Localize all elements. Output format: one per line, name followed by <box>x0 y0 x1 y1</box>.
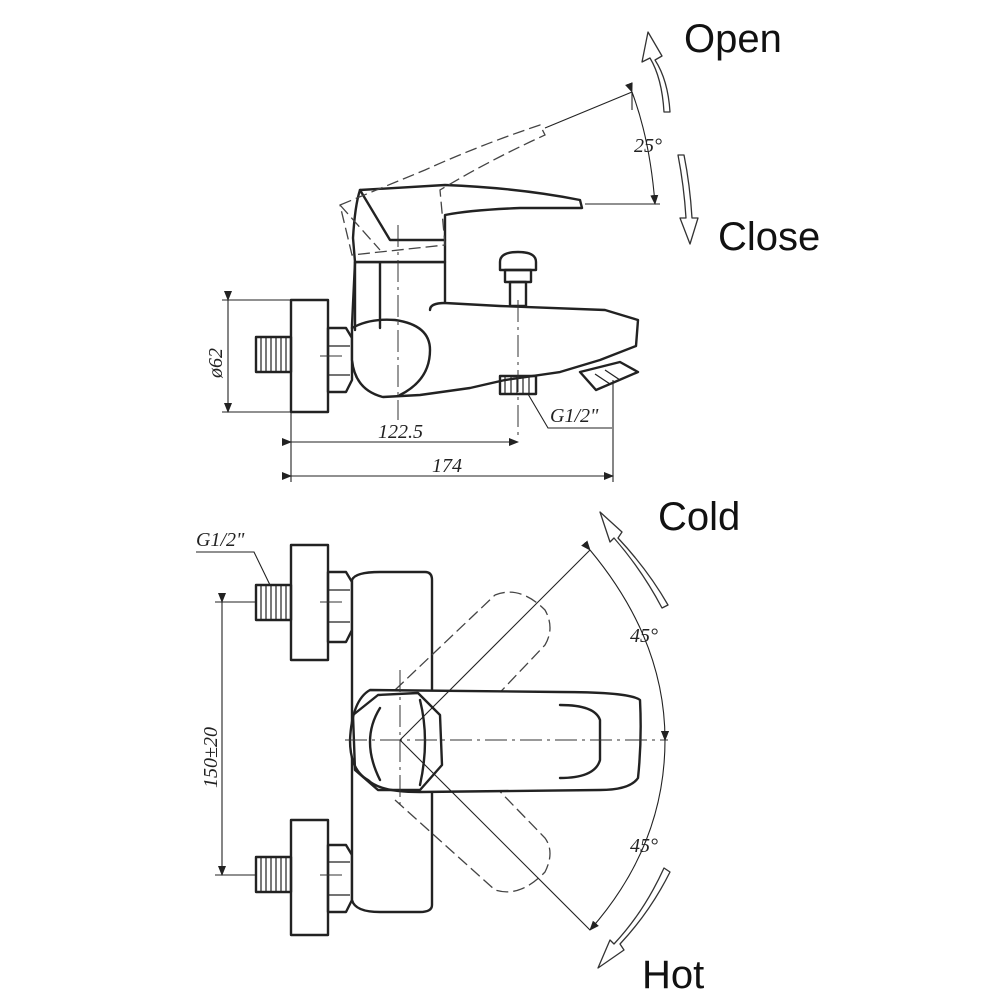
cold-arrow-icon <box>599 511 669 609</box>
handle-cold-dashed <box>394 591 551 746</box>
hot-label: Hot <box>642 953 704 997</box>
open-label: Open <box>684 17 782 61</box>
upper-inlet <box>254 583 293 622</box>
cartridge-cap <box>351 691 444 792</box>
lever-handle-top <box>348 688 642 794</box>
cold-label: Cold <box>658 495 740 539</box>
hex-nut <box>326 326 354 394</box>
spacing-label: 150±20 <box>200 727 222 788</box>
thread-bottom-label: G1/2" <box>196 529 245 551</box>
diverter-knob <box>498 250 538 308</box>
lower-nut <box>326 843 354 914</box>
upper-nut <box>326 570 354 644</box>
angle-hot-label: 45° <box>630 835 658 857</box>
diameter-label: ø62 <box>205 348 227 379</box>
lever-handle-closed <box>351 183 584 264</box>
close-arrow-icon <box>677 154 699 245</box>
top-view: 45° 45° Cold Hot 150±20 G1/2" <box>196 495 740 997</box>
length-total-label: 174 <box>432 455 462 477</box>
lower-flange <box>289 818 330 937</box>
lower-inlet <box>254 855 293 894</box>
spout-outlet <box>578 360 640 392</box>
angle-open-label: 25° <box>634 135 662 157</box>
angle-cold-label: 45° <box>630 625 658 647</box>
threaded-inlet <box>254 335 293 374</box>
thread-top-label: G1/2" <box>550 405 599 427</box>
mixer-body <box>350 260 640 399</box>
hot-arrow-icon <box>597 867 671 969</box>
close-label: Close <box>718 215 820 259</box>
handle-hot-dashed <box>394 739 551 893</box>
lever-handle-open-dashed <box>339 124 546 256</box>
side-view: 25° Open Close ø62 122.5 174 G1/2" <box>205 17 820 482</box>
length-inner-label: 122.5 <box>378 421 423 443</box>
open-arrow-icon <box>641 31 671 113</box>
